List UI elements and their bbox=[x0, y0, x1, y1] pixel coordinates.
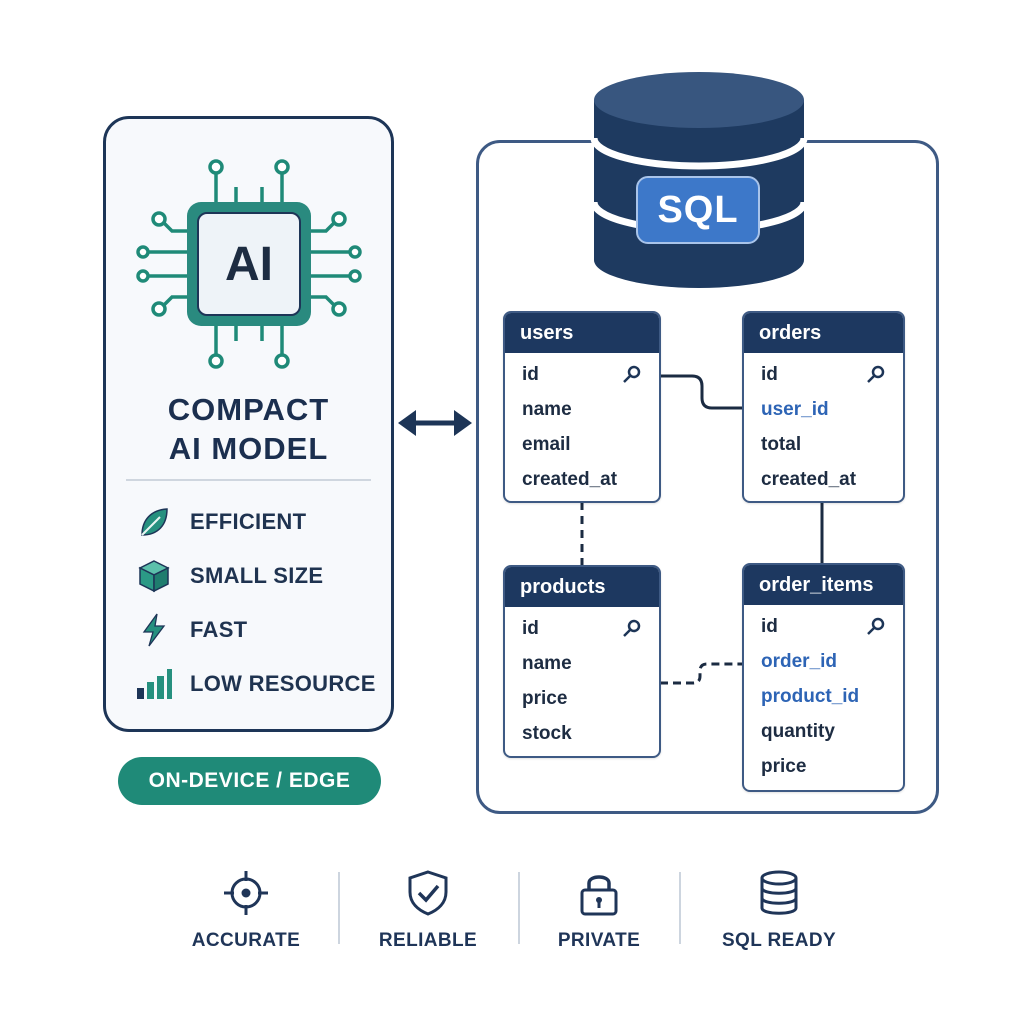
feature-low-resource: LOW RESOURCE bbox=[134, 666, 376, 702]
column-row: name bbox=[505, 392, 659, 427]
model-title-line2: AI MODEL bbox=[168, 431, 329, 466]
divider bbox=[518, 872, 520, 944]
column-name: id bbox=[761, 615, 778, 637]
column-row: name bbox=[505, 646, 659, 681]
column-name: price bbox=[761, 755, 807, 777]
bottom-feature-private: PRIVATE bbox=[524, 868, 674, 952]
lightning-icon bbox=[134, 612, 174, 648]
bottom-feature-label: SQL READY bbox=[721, 930, 837, 951]
feature-small-size: SMALL SIZE bbox=[134, 558, 323, 594]
divider bbox=[338, 872, 340, 944]
leaf-icon bbox=[134, 504, 174, 540]
column-row: price bbox=[744, 749, 903, 784]
column-row: created_at bbox=[505, 462, 659, 497]
column-name: user_id bbox=[761, 398, 829, 420]
divider bbox=[679, 872, 681, 944]
column-row: price bbox=[505, 681, 659, 716]
ai-chip-icon: AI bbox=[134, 149, 364, 379]
table-header: products bbox=[505, 567, 659, 607]
bottom-feature-accurate: ACCURATE bbox=[171, 868, 321, 952]
primary-key-icon bbox=[623, 365, 641, 383]
bottom-feature-reliable: RELIABLE bbox=[353, 868, 503, 952]
column-name: id bbox=[761, 363, 778, 385]
bidirectional-arrow-icon bbox=[398, 410, 472, 436]
order-items-table[interactable]: order_items id order_id product_id quant… bbox=[742, 563, 905, 792]
bottom-feature-label: RELIABLE bbox=[378, 930, 478, 951]
column-name: total bbox=[761, 433, 802, 455]
table-header: users bbox=[505, 313, 659, 353]
column-name: price bbox=[522, 687, 568, 709]
foreign-key-row: user_id bbox=[744, 392, 903, 427]
column-row: id bbox=[744, 357, 903, 392]
users-table[interactable]: users id name email created_at bbox=[503, 311, 661, 503]
column-name: name bbox=[522, 652, 572, 674]
column-name: quantity bbox=[761, 720, 835, 742]
column-name: id bbox=[522, 617, 539, 639]
column-name: email bbox=[522, 433, 571, 455]
column-name: stock bbox=[522, 722, 572, 744]
model-title-line1: COMPACT bbox=[167, 392, 330, 427]
bottom-feature-sql-ready: SQL READY bbox=[704, 868, 854, 952]
database-icon bbox=[704, 868, 854, 918]
table-header: order_items bbox=[744, 565, 903, 605]
column-name: order_id bbox=[761, 650, 838, 672]
primary-key-icon bbox=[867, 365, 885, 383]
products-table[interactable]: products id name price stock bbox=[503, 565, 661, 758]
ai-chip-label: AI bbox=[225, 237, 273, 291]
target-icon bbox=[171, 868, 321, 918]
feature-label: FAST bbox=[190, 617, 248, 642]
foreign-key-row: product_id bbox=[744, 679, 903, 714]
bottom-feature-label: ACCURATE bbox=[191, 930, 301, 951]
column-row: id bbox=[505, 611, 659, 646]
cube-icon bbox=[134, 558, 174, 594]
column-name: name bbox=[522, 398, 572, 420]
primary-key-icon bbox=[623, 619, 641, 637]
feature-efficient: EFFICIENT bbox=[134, 504, 306, 540]
foreign-key-row: order_id bbox=[744, 644, 903, 679]
column-row: created_at bbox=[744, 462, 903, 497]
column-row: id bbox=[744, 609, 903, 644]
feature-label: SMALL SIZE bbox=[190, 563, 324, 588]
orders-table[interactable]: orders id user_id total created_at bbox=[742, 311, 905, 503]
bottom-feature-label: PRIVATE bbox=[557, 930, 641, 951]
sql-badge: SQL bbox=[636, 176, 760, 244]
card-divider bbox=[126, 479, 371, 481]
feature-fast: FAST bbox=[134, 612, 247, 648]
column-name: created_at bbox=[761, 468, 857, 490]
shield-check-icon bbox=[353, 868, 503, 918]
column-row: total bbox=[744, 427, 903, 462]
column-row: stock bbox=[505, 716, 659, 751]
bar-chart-icon bbox=[134, 666, 174, 702]
column-name: created_at bbox=[522, 468, 618, 490]
column-name: product_id bbox=[761, 685, 860, 707]
column-row: email bbox=[505, 427, 659, 462]
table-header: orders bbox=[744, 313, 903, 353]
feature-label: EFFICIENT bbox=[190, 509, 307, 534]
column-row: quantity bbox=[744, 714, 903, 749]
lock-icon bbox=[524, 868, 674, 918]
primary-key-icon bbox=[867, 617, 885, 635]
deployment-badge: ON-DEVICE / EDGE bbox=[118, 757, 381, 805]
feature-label: LOW RESOURCE bbox=[190, 671, 376, 696]
column-row: id bbox=[505, 357, 659, 392]
column-name: id bbox=[522, 363, 539, 385]
model-card: AI COMPACT AI MODEL EFFICIENT SMALL SIZE bbox=[103, 116, 394, 732]
